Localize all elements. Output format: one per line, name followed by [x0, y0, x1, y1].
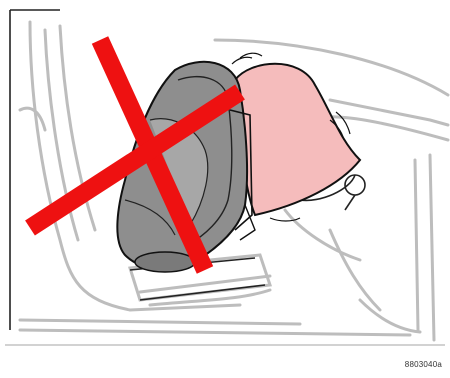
figure-code: 8803040a: [405, 360, 442, 369]
